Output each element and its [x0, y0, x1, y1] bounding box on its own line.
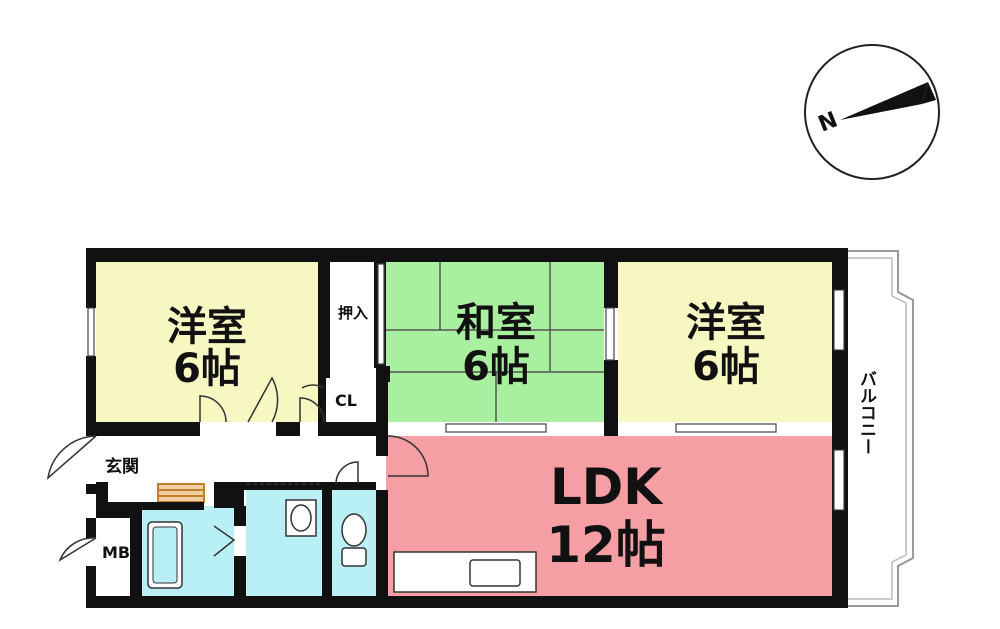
closet-label: CL [335, 391, 357, 410]
japanese-room [386, 262, 604, 422]
japanese-room-name: 和室 [456, 300, 536, 346]
washbasin-icon [285, 499, 317, 537]
tatami-lines [386, 262, 604, 422]
compass-needle-icon [840, 82, 928, 120]
toilet-icon [341, 513, 367, 567]
windows [87, 263, 845, 511]
west-room-name: 洋室 [167, 304, 247, 350]
east-room-name: 洋室 [686, 300, 766, 346]
doors [46, 376, 429, 562]
japanese-room-size: 6帖 [462, 344, 530, 390]
western-room-west [96, 260, 318, 422]
closet [326, 378, 374, 422]
ldk-size: 12帖 [546, 516, 666, 574]
balcony-label: バルコニー [856, 370, 877, 455]
meter-box-label: MB [102, 543, 130, 562]
entrance-step [157, 483, 205, 503]
western-room-east [618, 262, 832, 422]
east-room-size: 6帖 [692, 344, 760, 390]
walls [86, 248, 848, 608]
oshiire [330, 262, 376, 370]
balcony: バルコニー [848, 250, 914, 607]
bathtub-icon [147, 521, 183, 589]
compass: N [804, 44, 940, 180]
kitchen-counter [393, 551, 537, 593]
entrance-label: 玄関 [105, 456, 139, 477]
oshiire-label: 押入 [338, 304, 368, 322]
ldk-name: LDK [550, 458, 664, 516]
west-room-size: 6帖 [173, 346, 241, 392]
